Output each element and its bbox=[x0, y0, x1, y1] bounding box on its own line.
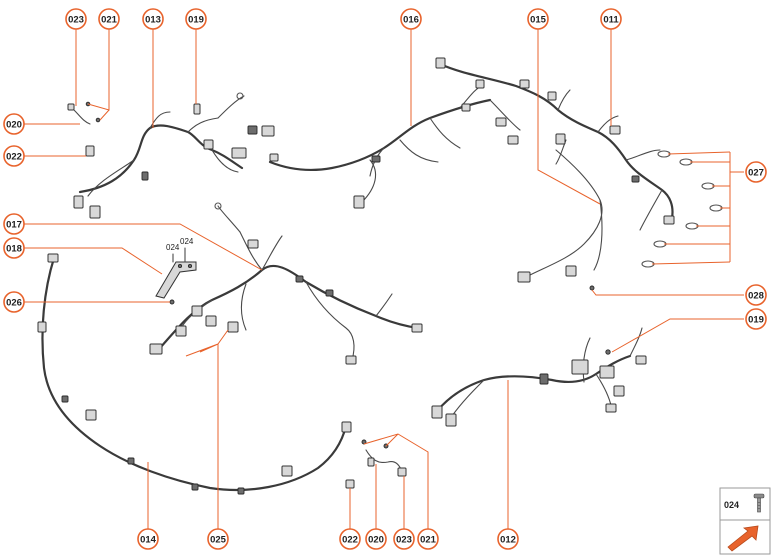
callout-022-bottom[interactable]: 022 bbox=[339, 528, 361, 550]
callout-013[interactable]: 013 bbox=[142, 8, 164, 30]
callout-027[interactable]: 027 bbox=[745, 161, 767, 183]
svg-text:012: 012 bbox=[500, 535, 516, 546]
svg-text:020: 020 bbox=[368, 535, 384, 546]
harness-016 bbox=[268, 79, 521, 209]
svg-text:017: 017 bbox=[6, 220, 22, 231]
svg-text:013: 013 bbox=[145, 15, 161, 26]
svg-text:016: 016 bbox=[403, 15, 419, 26]
callout-018[interactable]: 018 bbox=[3, 237, 25, 259]
callout-014[interactable]: 014 bbox=[137, 528, 159, 550]
callout-012[interactable]: 012 bbox=[497, 528, 519, 550]
callout-011[interactable]: 011 bbox=[600, 8, 622, 30]
callout-028[interactable]: 028 bbox=[745, 284, 767, 306]
callout-022-left[interactable]: 022 bbox=[3, 145, 25, 167]
callout-025[interactable]: 025 bbox=[207, 528, 229, 550]
small-parts-topleft bbox=[67, 101, 101, 157]
leader-lines bbox=[23, 29, 744, 530]
bracket-label-024-a: 024 bbox=[166, 243, 180, 252]
callout-019-top[interactable]: 019 bbox=[185, 8, 207, 30]
svg-text:026: 026 bbox=[6, 298, 22, 309]
callout-016[interactable]: 016 bbox=[400, 8, 422, 30]
svg-text:021: 021 bbox=[420, 535, 437, 546]
svg-text:018: 018 bbox=[6, 244, 22, 255]
callout-026[interactable]: 026 bbox=[3, 291, 25, 313]
harness-013 bbox=[73, 92, 279, 219]
callout-023-top[interactable]: 023 bbox=[65, 8, 87, 30]
harness-017-025 bbox=[149, 202, 423, 365]
callout-015[interactable]: 015 bbox=[527, 8, 549, 30]
svg-text:023: 023 bbox=[68, 15, 84, 26]
small-parts-misc bbox=[169, 103, 611, 355]
callout-023-bottom[interactable]: 023 bbox=[393, 528, 415, 550]
ties-027 bbox=[641, 150, 723, 268]
svg-text:027: 027 bbox=[748, 168, 764, 179]
screw-icon bbox=[753, 493, 765, 513]
legend-part-number: 024 bbox=[724, 500, 739, 510]
svg-text:025: 025 bbox=[210, 535, 227, 546]
callout-019-right[interactable]: 019 bbox=[745, 308, 767, 330]
small-parts-bottom bbox=[345, 439, 407, 489]
callout-020-left[interactable]: 020 bbox=[3, 113, 25, 135]
harness-012 bbox=[431, 327, 647, 427]
svg-text:014: 014 bbox=[140, 535, 157, 546]
harness-015 bbox=[517, 133, 603, 283]
svg-text:011: 011 bbox=[603, 15, 619, 26]
svg-text:028: 028 bbox=[748, 291, 764, 302]
harness-011 bbox=[435, 57, 675, 231]
orange-arrow-icon[interactable] bbox=[721, 521, 769, 553]
svg-text:023: 023 bbox=[396, 535, 412, 546]
callout-021-bottom[interactable]: 021 bbox=[417, 528, 439, 550]
bracket-018: 024 024 bbox=[155, 237, 197, 299]
harness-014 bbox=[37, 253, 352, 495]
callout-017[interactable]: 017 bbox=[3, 213, 25, 235]
svg-text:022: 022 bbox=[342, 535, 358, 546]
svg-text:020: 020 bbox=[6, 120, 22, 131]
svg-text:022: 022 bbox=[6, 152, 22, 163]
svg-text:019: 019 bbox=[188, 15, 204, 26]
svg-text:019: 019 bbox=[748, 315, 764, 326]
callout-020-bottom[interactable]: 020 bbox=[365, 528, 387, 550]
callout-021-top[interactable]: 021 bbox=[98, 8, 120, 30]
svg-text:021: 021 bbox=[101, 15, 118, 26]
svg-text:015: 015 bbox=[530, 15, 547, 26]
bracket-label-024-b: 024 bbox=[180, 237, 194, 246]
